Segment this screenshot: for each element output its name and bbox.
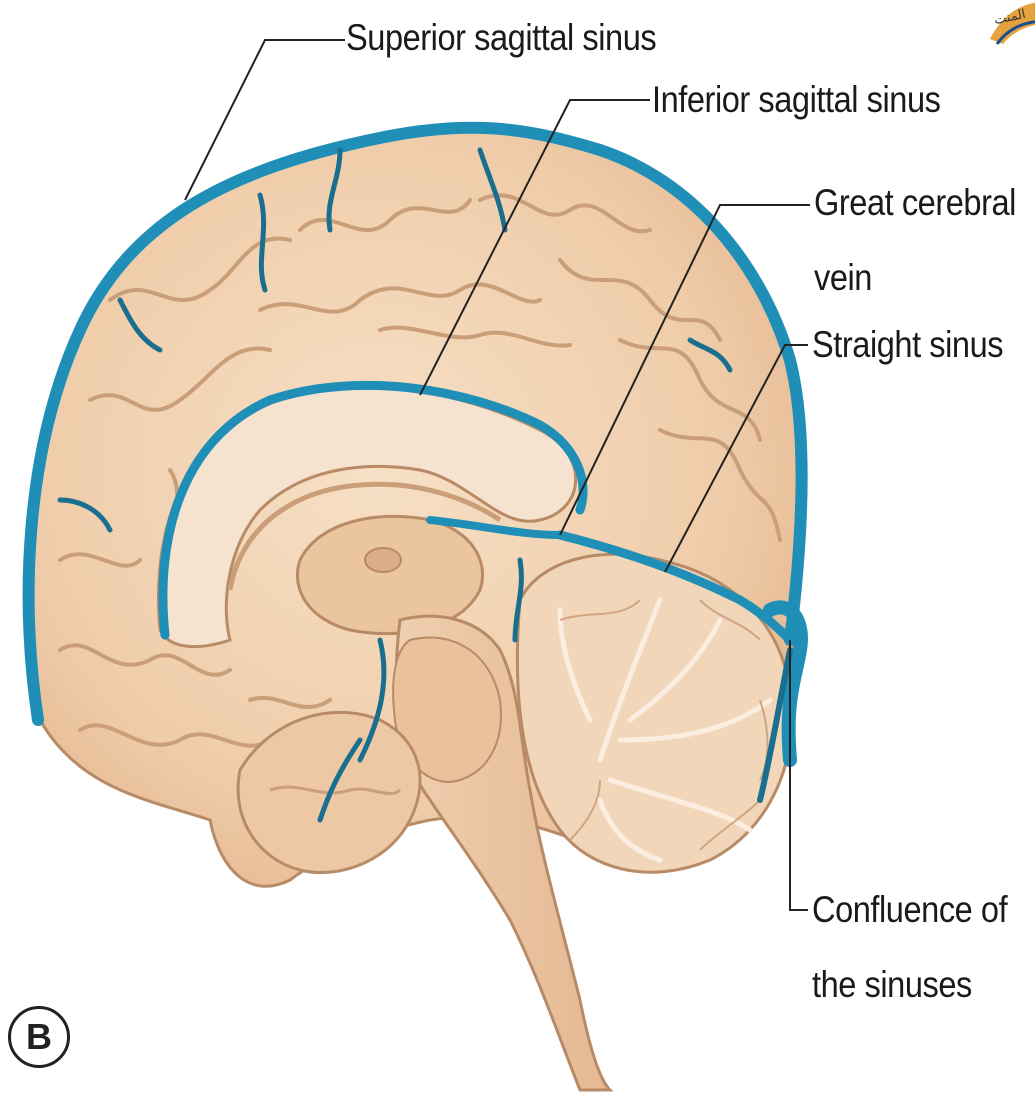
label-great-cerebral-vein-line1: Great cerebral	[814, 180, 1016, 225]
label-confluence-line1: Confluence of	[812, 887, 1007, 932]
label-straight-sinus: Straight sinus	[812, 322, 1003, 367]
label-superior-sagittal-sinus: Superior sagittal sinus	[346, 15, 656, 60]
label-confluence-line2: the sinuses	[812, 962, 972, 1007]
thalamus	[297, 516, 482, 633]
panel-letter-badge: B	[8, 1006, 70, 1068]
logo-icon	[985, 0, 1035, 54]
label-inferior-sagittal-sinus: Inferior sagittal sinus	[652, 77, 940, 122]
label-great-cerebral-vein-line2: vein	[814, 255, 872, 300]
interthalamic-adhesion	[365, 548, 401, 572]
